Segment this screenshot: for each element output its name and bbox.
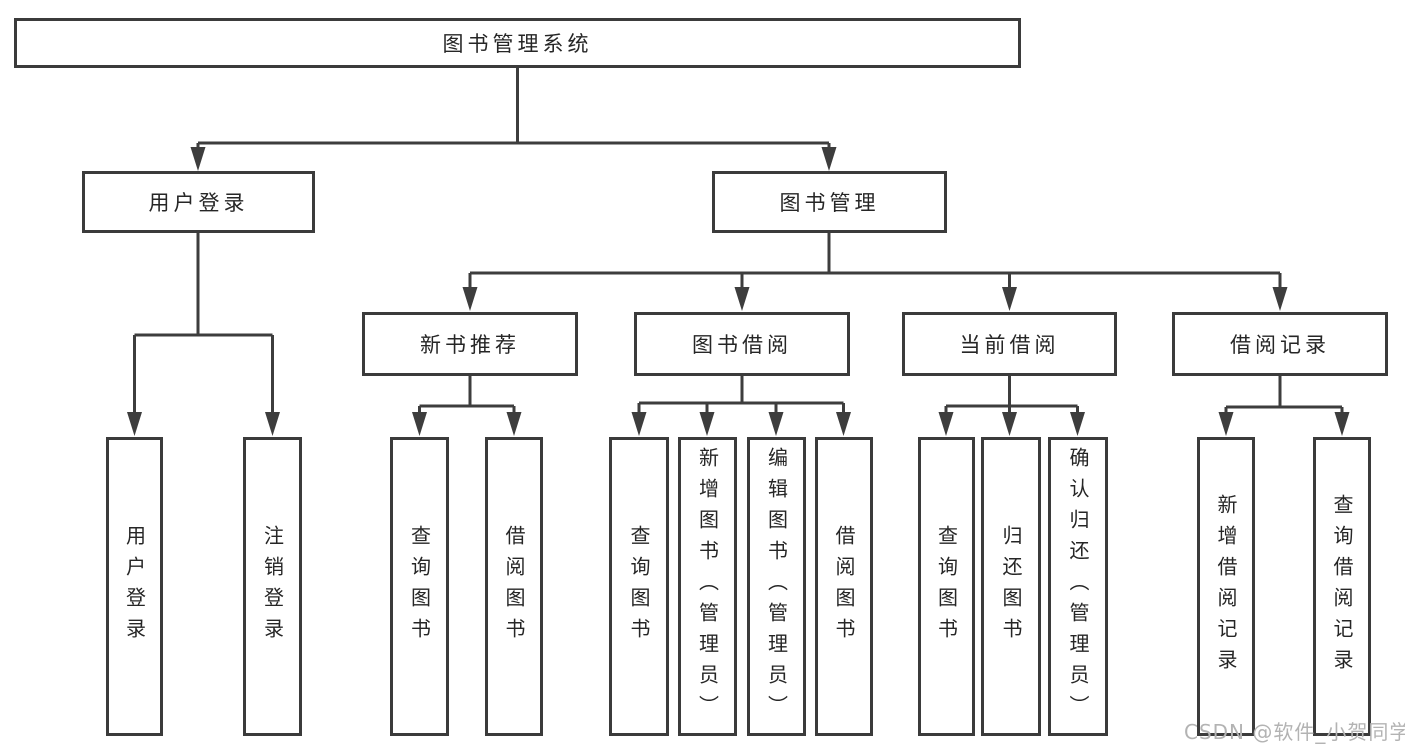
leaf-current-confirm-return-admin: 确认归还（管理员） [1048, 437, 1108, 736]
connector-new-book-recommend [412, 376, 522, 436]
leaf-borrowing-query-books: 查询图书 [609, 437, 669, 736]
leaf-current-return-books: 归还图书 [981, 437, 1041, 736]
connector-root [190, 68, 837, 171]
node-new-book-recommend: 新书推荐 [362, 312, 578, 376]
leaf-records-add-borrow-record: 新增借阅记录 [1197, 437, 1255, 736]
leaf-records-query-borrow-record: 查询借阅记录 [1313, 437, 1371, 736]
node-current-borrowing: 当前借阅 [902, 312, 1117, 376]
leaf-recommend-borrow-books: 借阅图书 [485, 437, 543, 736]
node-library-management-system: 图书管理系统 [14, 18, 1021, 68]
leaf-borrowing-add-books-admin: 新增图书（管理员） [678, 437, 737, 736]
leaf-borrowing-edit-books-admin: 编辑图书（管理员） [747, 437, 806, 736]
connector-current-borrowing [938, 376, 1085, 436]
watermark: CSDN @软件_小贺同学 [1184, 720, 1405, 744]
connector-borrow-records [1218, 376, 1350, 436]
leaf-user-login: 用户登录 [106, 437, 163, 736]
connector-user-login [127, 233, 280, 436]
node-user-login: 用户登录 [82, 171, 315, 233]
node-borrow-records: 借阅记录 [1172, 312, 1388, 376]
leaf-recommend-query-books: 查询图书 [390, 437, 449, 736]
leaf-current-query-books: 查询图书 [918, 437, 975, 736]
node-book-management: 图书管理 [712, 171, 947, 233]
leaf-logout-login: 注销登录 [243, 437, 302, 736]
connector-book-management [462, 233, 1288, 311]
leaf-borrowing-borrow-books: 借阅图书 [815, 437, 873, 736]
node-book-borrowing: 图书借阅 [634, 312, 850, 376]
connector-book-borrowing [631, 376, 851, 436]
